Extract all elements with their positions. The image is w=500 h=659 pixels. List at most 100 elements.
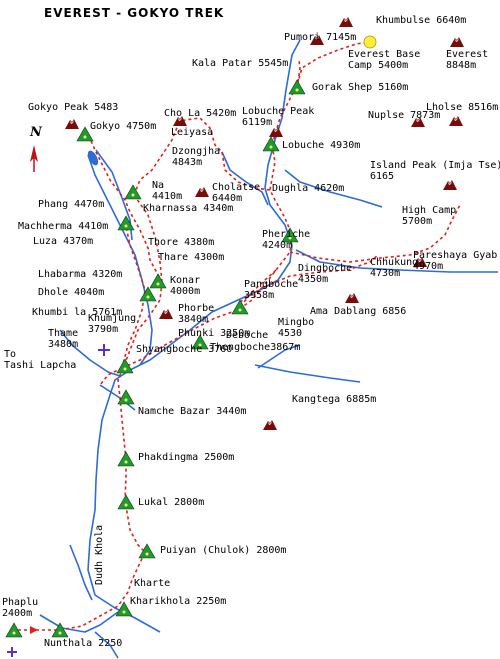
- label-khumjung: Khumjung 3790m: [88, 313, 137, 335]
- trails: [12, 41, 461, 631]
- camp-dot-kharikhola: [122, 610, 126, 614]
- peak-icon-ama-dablang: [345, 293, 359, 303]
- label-everest-base-camp: Everest Base Camp 5400m: [348, 49, 421, 71]
- camp-dot-nunthala: [58, 631, 62, 635]
- peak-snow-gokyo-peak: [70, 120, 74, 124]
- label-dzongjha: Dzongjha 4843m: [172, 146, 221, 168]
- river-label-dudh-khola: Dudh Khola: [94, 524, 105, 585]
- trail-pangboche-chukung: [243, 269, 277, 303]
- camp-icon-kharikhola: [115, 601, 133, 617]
- river-thame: [59, 329, 121, 377]
- map-title: EVEREST - GOKYO TREK: [44, 6, 225, 20]
- label-thare: Thare 4300m: [158, 252, 225, 263]
- label-thore: Thore 4380m: [148, 237, 215, 248]
- camp-dot-lukal: [124, 503, 128, 507]
- start-arrow: [30, 626, 38, 634]
- peak-snow-lhotse: [454, 117, 458, 121]
- label-lhotse: Lholse 8516m: [426, 102, 499, 113]
- camp-icon-lobuche: [262, 136, 280, 152]
- peak-snow-nuptse: [416, 118, 420, 122]
- peak-snow-lobuche-peak: [274, 128, 278, 132]
- label-ama-dablang: Ama Dablang 6856: [310, 306, 407, 317]
- airports: [7, 344, 110, 657]
- camp-dot-na: [131, 193, 135, 197]
- trail-west-valley: [121, 221, 146, 369]
- camp-icon-dhole: [139, 286, 157, 302]
- peak-icon-kangtega: [263, 420, 277, 430]
- label-khumbulse: Khumbulse 6640m: [376, 15, 467, 26]
- label-gokyo-peak: Gokyo Peak 5483: [28, 102, 119, 113]
- label-machherma: Machherma 4410m: [18, 221, 109, 232]
- camp-dot-phakdingma: [124, 460, 128, 464]
- peak-markers: [65, 17, 464, 430]
- label-mingbo: Mingbo 4530: [278, 317, 315, 339]
- camp-icon-pangboche: [231, 299, 249, 315]
- peak-icon-nuptse: [411, 117, 425, 127]
- peak-icon-khumbi-la: [159, 309, 173, 319]
- camp-icon-thengboche: [191, 334, 209, 350]
- peak-snow-khumbi-la: [164, 310, 168, 314]
- camp-dot-puiyan: [145, 552, 149, 556]
- label-everest: Everest 8848m: [446, 49, 489, 71]
- label-island-peak: Island Peak (Imja Tse) 6165: [370, 160, 500, 182]
- label-na: Na 4410m: [152, 180, 183, 202]
- camp-dot-namche-bazar: [124, 398, 128, 402]
- peak-icon-khumbulse: [339, 17, 353, 27]
- river-ama-dablang: [257, 344, 301, 369]
- label-konar: Konar 4000m: [170, 275, 201, 297]
- peak-icon-cholatse: [195, 187, 209, 197]
- label-lhabarma: Lhabarma 4320m: [38, 269, 123, 280]
- label-nuptse: Nuplse 7873m: [368, 110, 441, 121]
- peak-snow-khumbulse: [344, 18, 348, 22]
- label-kharte: Kharte: [134, 578, 171, 589]
- gokyo-lake: [87, 150, 99, 166]
- peak-icon-everest: [450, 37, 464, 47]
- label-to-tashi-lapcha: To Tashi Lapcha: [4, 349, 77, 371]
- peak-icon-lhotse: [449, 116, 463, 126]
- label-kharikhola: Kharikhola 2250m: [130, 596, 227, 607]
- label-gorak-shep: Gorak Shep 5160m: [312, 82, 409, 93]
- peak-snow-kangtega: [268, 421, 272, 425]
- camp-dot-phaplu: [12, 631, 16, 635]
- label-dughla: Dughla 4620m: [272, 183, 345, 194]
- camp-icon-gokyo: [76, 126, 94, 142]
- label-cho-la: Cho La 5420m: [164, 108, 237, 119]
- label-thame: Thame 3480m: [48, 328, 79, 350]
- label-dhole: Dhole 4040m: [38, 287, 105, 298]
- label-leiyasa: Leiyasa: [171, 127, 214, 138]
- peak-snow-cholatse: [200, 188, 204, 192]
- peak-icon-cho-la: [173, 116, 187, 126]
- label-pangboche: Pangboche 3958m: [244, 279, 299, 301]
- label-pheriche: Pheriche 4240m: [262, 229, 311, 251]
- label-pareshaya-gyab: Pareshaya Gyab 4970m: [413, 250, 498, 272]
- camp-icon-puiyan: [138, 543, 156, 559]
- camp-icon-gorak-shep: [288, 79, 306, 95]
- peak-icon-lobuche-peak: [269, 127, 283, 137]
- label-nunthala: Nunthala 2250: [44, 638, 123, 649]
- camp-dot-lobuche: [269, 145, 273, 149]
- peak-snow-everest: [455, 38, 459, 42]
- label-deboche: Deboche: [226, 330, 269, 341]
- label-kala-patar: Kala Patar 5545m: [192, 58, 289, 69]
- river-gokyo: [87, 154, 153, 366]
- label-khumbi-la: Khumbi la 5761m: [32, 307, 123, 318]
- river-kharikhola: [39, 611, 119, 633]
- label-dingboche: Dingboche 4350m: [298, 263, 353, 285]
- label-phakdingma: Phakdingma 2500m: [138, 452, 235, 463]
- trail-to-khumbu: [221, 151, 271, 191]
- peak-icon-pumori: [310, 35, 324, 45]
- airport-syangboche: [98, 344, 110, 356]
- airport-phaplu: [7, 647, 17, 657]
- river-khumbu-west: [221, 151, 269, 206]
- label-shyangboche: Shyangboche 3760: [136, 344, 233, 355]
- peak-snow-pumori: [315, 36, 319, 40]
- label-lukal: Lukal 2800m: [138, 497, 205, 508]
- camp-markers: [5, 79, 306, 638]
- label-kangtega: Kangtega 6885m: [292, 394, 377, 405]
- compass-needle: [30, 145, 38, 162]
- trail-gorak: [271, 41, 371, 146]
- camp-dot-gokyo: [83, 135, 87, 139]
- river-west-mid: [69, 544, 93, 601]
- camp-dot-pangboche: [238, 308, 242, 312]
